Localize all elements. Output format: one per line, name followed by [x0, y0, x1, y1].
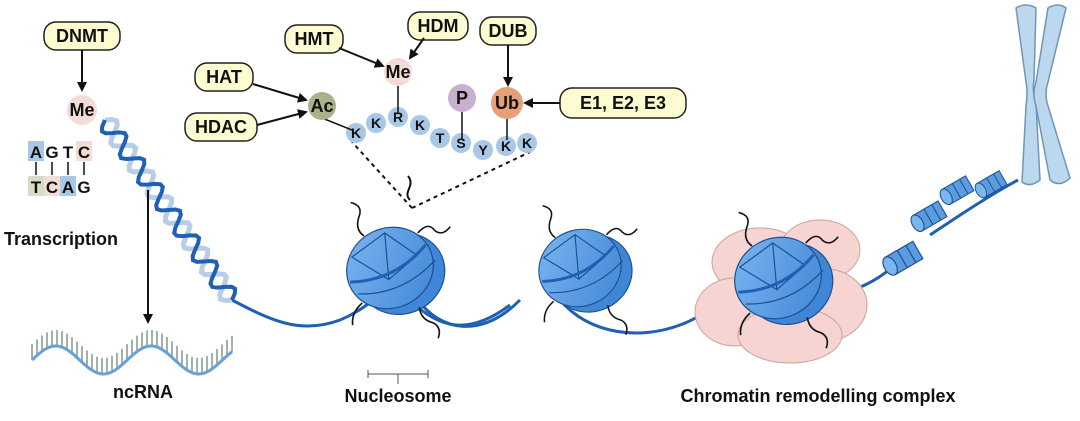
- tail-residue: K: [410, 115, 430, 135]
- fibre-unit: [910, 200, 948, 232]
- nucleosome-2: [538, 205, 638, 335]
- dna-base-top: C: [76, 141, 92, 162]
- tail-residue: R: [388, 107, 408, 127]
- enzyme-hat: HAT: [194, 62, 254, 92]
- chromosome-icon: [1015, 4, 1071, 186]
- tail-residue: S: [451, 133, 471, 153]
- tail-residue: K: [517, 133, 537, 153]
- tail-residue: K: [366, 113, 386, 133]
- svg-text:HAT: HAT: [206, 67, 242, 87]
- svg-text:A: A: [30, 143, 42, 162]
- fibre-unit: [939, 175, 975, 206]
- enzyme-e1-e2-e3: E1, E2, E3: [559, 87, 687, 119]
- svg-text:K: K: [415, 117, 425, 133]
- dna-base-bottom: T: [28, 176, 44, 197]
- svg-text:E1, E2, E3: E1, E2, E3: [580, 93, 666, 113]
- enzyme-hmt: HMT: [284, 24, 344, 54]
- enzyme-dnmt: DNMT: [43, 21, 121, 51]
- mark-ub: Ub: [491, 87, 523, 140]
- svg-text:A: A: [62, 178, 74, 197]
- svg-text:Y: Y: [478, 142, 488, 158]
- enzyme-hdac: HDAC: [184, 112, 258, 142]
- svg-text:G: G: [45, 143, 58, 162]
- svg-text:HMT: HMT: [295, 29, 334, 49]
- svg-text:T: T: [436, 130, 445, 146]
- dna-base-top: A: [28, 141, 44, 162]
- fibre-unit: [974, 170, 1008, 199]
- fibre-unit: [882, 240, 924, 276]
- svg-text:C: C: [46, 178, 58, 197]
- dna-me-mark: Me: [67, 95, 97, 125]
- label-remodelling-complex: Chromatin remodelling complex: [680, 386, 955, 406]
- zoom-line-right: [411, 151, 531, 209]
- svg-text:DUB: DUB: [489, 21, 528, 41]
- svg-text:T: T: [31, 178, 42, 197]
- label-ncrna: ncRNA: [113, 382, 173, 402]
- dna-base-bottom: A: [60, 176, 76, 197]
- mark-me-histone: Me: [384, 58, 412, 113]
- svg-text:R: R: [393, 109, 403, 125]
- svg-text:S: S: [456, 135, 465, 151]
- svg-text:K: K: [351, 125, 361, 141]
- svg-text:P: P: [456, 88, 468, 108]
- mark-ac: Ac: [308, 92, 353, 131]
- svg-text:HDAC: HDAC: [195, 117, 247, 137]
- mark-p: P: [448, 84, 476, 140]
- svg-text:DNMT: DNMT: [56, 26, 108, 46]
- svg-text:Me: Me: [69, 100, 94, 120]
- chromatin-fibre: [882, 170, 1008, 276]
- dna-base-top: T: [60, 141, 76, 162]
- label-nucleosome: Nucleosome: [344, 386, 451, 406]
- svg-text:K: K: [371, 115, 381, 131]
- tail-residue: Y: [473, 140, 493, 160]
- tail-residue: K: [346, 123, 366, 143]
- tail-residue: K: [496, 136, 516, 156]
- nucleosome-3: [734, 211, 839, 349]
- svg-text:Ub: Ub: [495, 93, 519, 113]
- svg-text:Me: Me: [385, 62, 410, 82]
- ncrna-wave: [30, 330, 233, 376]
- enzyme-hdm: HDM: [407, 11, 469, 41]
- svg-text:T: T: [63, 143, 74, 162]
- zoom-line-left: [351, 141, 413, 209]
- dna-double-helix: [99, 116, 238, 304]
- svg-text:K: K: [501, 138, 511, 154]
- label-transcription: Transcription: [4, 229, 118, 249]
- svg-text:Ac: Ac: [310, 96, 333, 116]
- dna-base-bottom: C: [44, 176, 60, 197]
- svg-text:C: C: [78, 143, 90, 162]
- nucleosome-1: [346, 201, 451, 339]
- svg-text:K: K: [522, 135, 532, 151]
- enzyme-dub: DUB: [479, 16, 537, 46]
- svg-text:HDM: HDM: [418, 16, 459, 36]
- tail-residue: T: [430, 128, 450, 148]
- dna-base-bottom: G: [76, 176, 92, 197]
- arrows: [77, 37, 560, 324]
- dna-base-top: G: [44, 141, 60, 162]
- svg-text:G: G: [77, 178, 90, 197]
